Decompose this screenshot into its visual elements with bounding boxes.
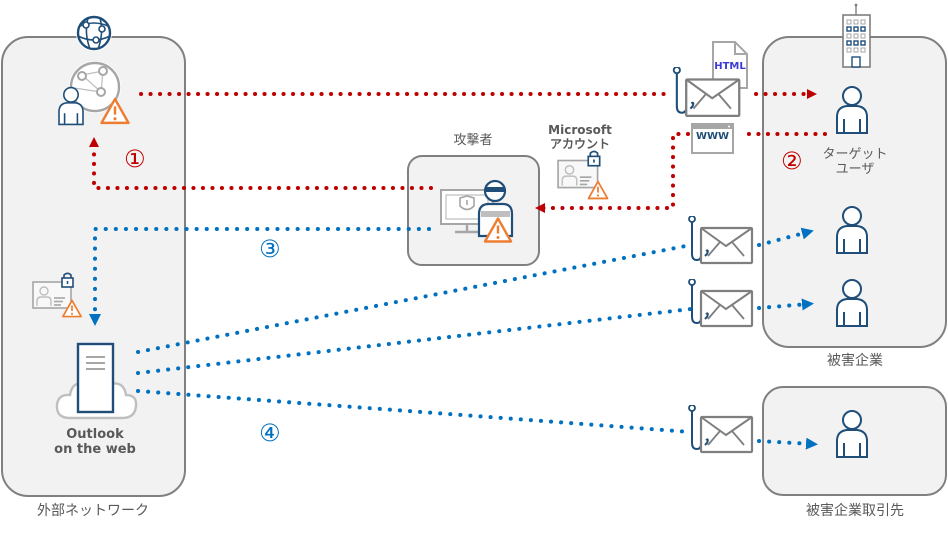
phishing-site-icon (69, 61, 121, 113)
attacker-label: 攻撃者 (453, 133, 493, 148)
flow-line-credential-to-attacker (535, 132, 690, 213)
owa-label: Outlook on the web (54, 427, 136, 457)
flow-step-4 (136, 227, 818, 450)
microsoft-account-label: Microsoft アカウント (548, 123, 612, 151)
phishing-email-icon (688, 405, 754, 454)
www-label: WWW (695, 131, 730, 142)
office-building-icon (842, 3, 871, 68)
phishing-email-icon (688, 216, 754, 265)
flow-line-owa-to-mail-1 (136, 243, 693, 354)
flow-line-attacker-to-phish-site (89, 137, 433, 190)
step-2-badge: ② (781, 147, 803, 175)
credential-card-icon (557, 150, 601, 189)
html-file-label: HTML (714, 61, 746, 72)
flow-line-owa-to-mail-2 (136, 307, 693, 375)
flow-step-1 (89, 89, 817, 190)
server-icon (76, 342, 115, 414)
step-4-badge: ④ (259, 419, 281, 447)
flow-line-mail-1-to-user (757, 227, 814, 247)
victim-company-label: 被害企業 (827, 353, 883, 369)
flow-line-mail-2-to-user (757, 298, 814, 311)
step-1-badge: ① (124, 145, 146, 173)
flow-line-owa-to-mail-3 (136, 389, 693, 434)
www-page-icon (691, 123, 734, 154)
globe-network-icon (76, 15, 112, 51)
external-network-label: 外部ネットワーク (37, 503, 149, 519)
victim-partner-label: 被害企業取引先 (806, 503, 904, 519)
target-user-label: ターゲット ユーザ (822, 147, 888, 177)
flow-line-attacker-to-owa (89, 227, 431, 326)
phishing-email-icon (688, 279, 754, 328)
step-3-badge: ③ (259, 235, 281, 263)
flow-line-mail-3-to-partner (757, 437, 818, 450)
flow-step-3 (89, 227, 431, 326)
flow-step-2 (535, 132, 827, 213)
